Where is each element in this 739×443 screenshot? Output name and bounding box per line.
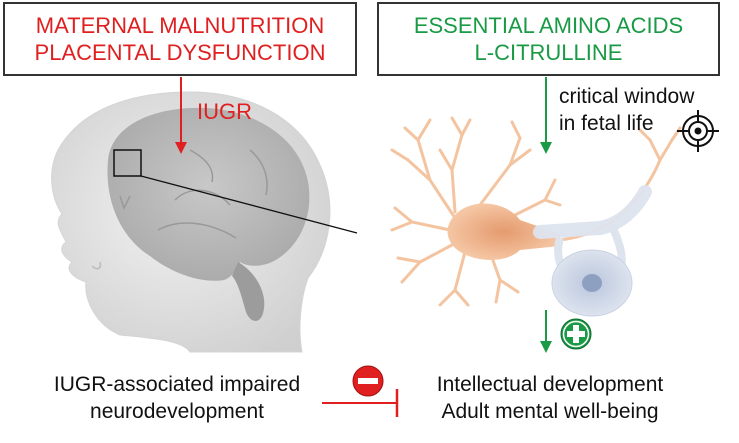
impaired-outcome: IUGR-associated impaired neurodevelopmen… — [22, 371, 332, 425]
positive-outcome-line-2: Adult mental well-being — [441, 400, 659, 423]
neuron-soma — [447, 203, 560, 260]
minus-circle-icon — [352, 365, 384, 397]
critical-window-label: critical window in fetal life — [559, 83, 694, 137]
intervention-line-1: ESSENTIAL AMINO ACIDS — [413, 13, 684, 38]
brain-fold-1 — [174, 189, 231, 206]
impaired-outcome-line-1: IUGR-associated impaired — [53, 373, 301, 396]
zoom-line — [140, 175, 358, 234]
brain-fold-4 — [249, 149, 268, 196]
iugr-label: IUGR — [197, 99, 252, 124]
cause-box: MATERNAL MALNUTRITION PLACENTAL DYSFUNCT… — [3, 2, 357, 76]
ear — [91, 261, 102, 270]
intervention-line-2: L-CITRULLINE — [474, 40, 623, 65]
cell-nucleus — [582, 274, 602, 292]
critical-window-line-1: critical window — [559, 85, 695, 108]
brain-fold-5 — [189, 149, 214, 183]
cause-line-2: PLACENTAL DYSFUNCTION — [34, 40, 326, 65]
inhibition-arrow — [322, 389, 399, 417]
positive-outcome-line-1: Intellectual development — [436, 373, 664, 396]
impaired-outcome-line-2: neurodevelopment — [90, 400, 264, 423]
intervention-box: ESSENTIAL AMINO ACIDS L-CITRULLINE — [377, 2, 720, 76]
neuron-illustration — [390, 116, 682, 317]
head-illustration — [51, 91, 331, 353]
amino-acid-arrow — [540, 77, 552, 154]
iugr-arrow — [175, 77, 187, 154]
target-icon — [677, 110, 719, 152]
plus-circle-icon — [560, 318, 592, 350]
brain-fold-3 — [119, 195, 131, 210]
cause-line-1: MATERNAL MALNUTRITION — [35, 13, 325, 38]
positive-outcome: Intellectual development Adult mental we… — [410, 371, 690, 425]
critical-window-line-2: in fetal life — [559, 112, 654, 135]
cerebellum — [232, 262, 265, 321]
myelin-sheath — [533, 185, 652, 239]
brain-fold-2 — [157, 222, 237, 239]
outcome-arrow — [540, 310, 552, 353]
zoom-square — [113, 149, 142, 177]
